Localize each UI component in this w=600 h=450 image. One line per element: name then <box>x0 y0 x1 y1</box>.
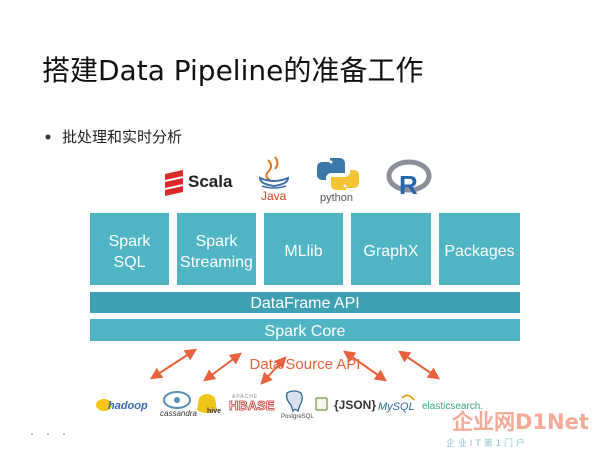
module-label: Spark <box>109 233 152 250</box>
python-snake-icon <box>317 158 359 190</box>
cassandra-label: cassandra <box>160 409 197 418</box>
hadoop-logo: hadoop <box>96 399 148 412</box>
hbase-label: HBASE <box>229 398 275 413</box>
decorative-dots <box>31 433 65 435</box>
hive-label: hive <box>207 408 221 415</box>
data-source-arrows <box>149 348 440 385</box>
json-label: {JSON} <box>334 398 376 412</box>
arrow-icon <box>203 352 242 382</box>
hbase-logo: APACHE HBASE <box>229 394 276 413</box>
postgresql-label: PostgreSQL <box>281 414 314 420</box>
r-ring-icon <box>386 159 432 193</box>
watermark: 企业网D1Net 企 业 I T 第 1 门 户 <box>446 410 589 449</box>
bullet-text: 批处理和实时分析 <box>62 128 182 146</box>
arrow-icon <box>343 350 387 382</box>
json-logo: {JSON} <box>315 397 376 412</box>
watermark-sub: 企 业 I T 第 1 门 户 <box>446 437 525 449</box>
data-source-api-label: Data Source API <box>250 356 361 373</box>
dataframe-api-label: DataFrame API <box>250 295 359 312</box>
bullet-dot <box>45 134 51 140</box>
arrow-icon <box>398 350 440 380</box>
watermark-brand: 企业网D1Net <box>451 410 589 434</box>
module-label: Spark <box>196 233 239 250</box>
module-box-graphx <box>351 213 431 285</box>
dataframe-api-bar <box>90 292 520 313</box>
elasticsearch-logo: elasticsearch. <box>422 401 483 412</box>
hadoop-elephant-icon <box>96 399 112 411</box>
postgresql-elephant-icon <box>285 390 303 413</box>
python-logo: python <box>317 158 359 204</box>
module-label: MLlib <box>284 243 322 260</box>
module-box-spark-streaming <box>177 213 256 285</box>
data-source-logos: hadoop cassandra hive APACHE HBASE Postg… <box>96 390 483 420</box>
scala-icon <box>165 170 183 196</box>
module-label: SQL <box>113 254 145 271</box>
mysql-label: MySQL <box>378 401 415 413</box>
apache-label: APACHE <box>232 394 258 400</box>
mysql-dolphin-icon <box>401 394 415 401</box>
modules-row: Spark SQL Spark Streaming MLlib GraphX P… <box>90 213 520 285</box>
python-label: python <box>320 192 353 204</box>
module-label: Streaming <box>180 254 253 271</box>
hadoop-label: hadoop <box>108 400 148 412</box>
hive-logo: hive <box>197 394 221 415</box>
slide-title: 搭建Data Pipeline的准备工作 <box>42 54 423 87</box>
spark-core-bar <box>90 319 520 341</box>
module-label: Packages <box>444 243 514 260</box>
r-logo: R <box>386 159 432 200</box>
scala-logo: Scala <box>165 170 233 196</box>
arrow-icon <box>260 356 287 385</box>
elasticsearch-label: elasticsearch. <box>422 401 483 412</box>
spark-core-label: Spark Core <box>265 323 346 340</box>
cassandra-eye-icon <box>163 391 191 409</box>
java-cup-icon <box>258 156 290 189</box>
java-logo: Java <box>258 156 290 203</box>
hive-bee-icon <box>197 394 217 413</box>
cassandra-logo: cassandra <box>160 391 197 418</box>
postgresql-logo: PostgreSQL <box>281 390 314 420</box>
mysql-logo: MySQL <box>378 394 415 413</box>
java-label: Java <box>261 189 287 203</box>
json-file-icon <box>315 397 328 411</box>
module-label: GraphX <box>363 243 418 260</box>
module-box-mllib <box>264 213 343 285</box>
arrow-icon <box>149 348 198 380</box>
module-box-packages <box>439 213 520 285</box>
module-box-spark-sql <box>90 213 169 285</box>
r-label: R <box>399 170 418 200</box>
scala-label: Scala <box>188 172 233 191</box>
